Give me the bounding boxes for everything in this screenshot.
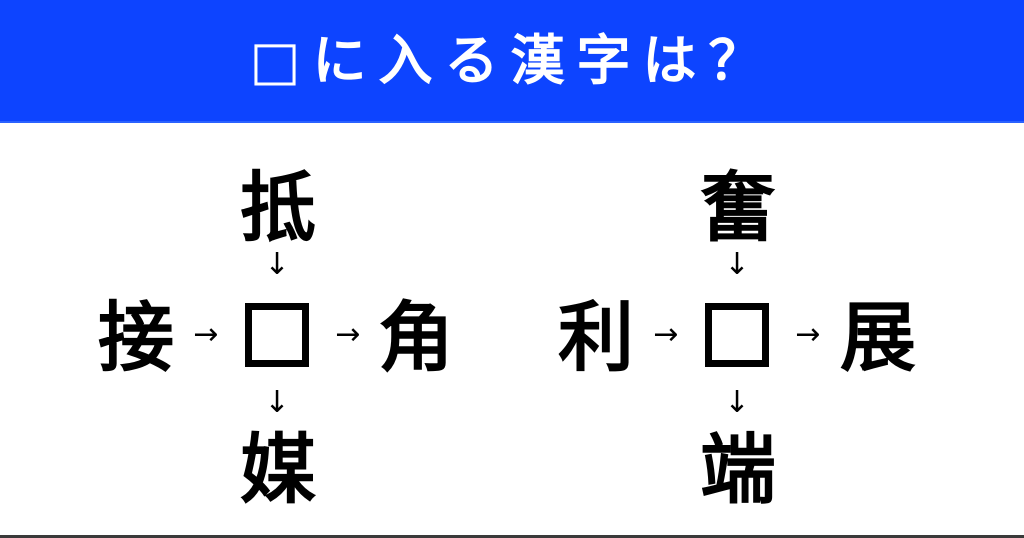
bottom-kanji: 媒	[240, 425, 316, 514]
arrow-down-icon: ↓	[264, 385, 290, 420]
arrow-right-icon: →	[335, 317, 361, 352]
arrow-right-icon: →	[795, 317, 821, 352]
page-title: □に入る漢字は？	[249, 28, 775, 92]
arrow-down-icon: ↓	[724, 385, 750, 420]
bottom-kanji: 端	[700, 425, 776, 514]
arrow-right-icon: →	[193, 317, 219, 352]
blank-answer-box[interactable]	[705, 303, 769, 367]
kanji-puzzle-2: 奮 ↓ 利 → → 展 ↓ 端	[460, 0, 920, 538]
top-kanji: 奮	[700, 163, 776, 252]
right-kanji: 展	[840, 293, 916, 382]
arrow-down-icon: ↓	[264, 247, 290, 282]
blank-answer-box[interactable]	[245, 303, 309, 367]
kanji-puzzle-1: 抵 ↓ 接 → → 角 ↓ 媒	[0, 0, 460, 538]
arrow-right-icon: →	[653, 317, 679, 352]
left-kanji: 接	[98, 293, 174, 382]
top-kanji: 抵	[240, 163, 316, 252]
title-banner: □に入る漢字は？	[0, 0, 1024, 123]
arrow-down-icon: ↓	[724, 247, 750, 282]
right-kanji: 角	[378, 293, 454, 382]
bottom-divider	[0, 535, 1024, 538]
left-kanji: 利	[558, 293, 634, 382]
